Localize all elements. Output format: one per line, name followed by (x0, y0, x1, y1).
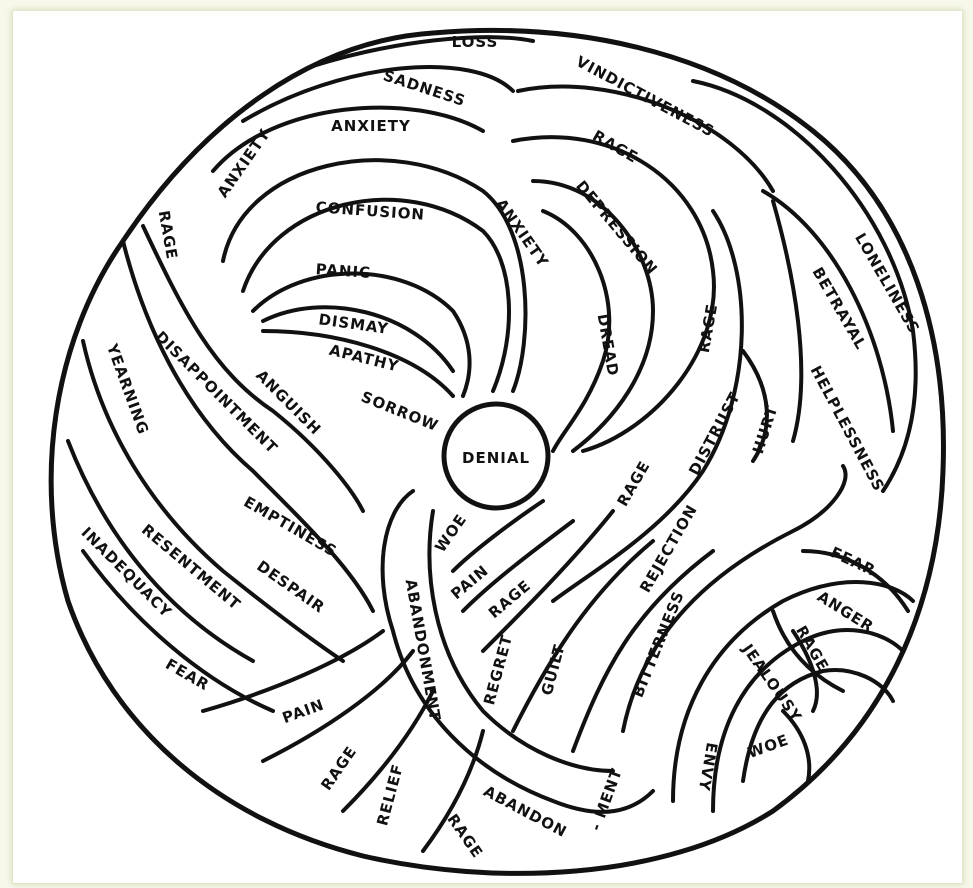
label-rage-bottom: RAGE (317, 743, 360, 794)
label-loss: LOSS (452, 33, 499, 51)
label-rage-mid: RAGE (613, 457, 653, 509)
label-sadness: SADNESS (381, 66, 468, 110)
label-distrust: DISTRUST (685, 389, 744, 479)
label-envy: ENVY (695, 741, 721, 793)
label-bitterness: BITTERNESS (629, 588, 688, 700)
label-rage-left: RAGE (155, 209, 181, 261)
label-rage-bottom2: RAGE (443, 811, 486, 862)
label-fear-right: FEAR (828, 543, 879, 579)
label-denial: DENIAL (462, 449, 530, 467)
label-regret: REGRET (480, 633, 516, 707)
label-woe-center: WOE (431, 511, 470, 556)
label-rage-right: RAGE (695, 302, 721, 354)
label-disappointment: DISAPPOINTMENT (152, 328, 282, 458)
label-guilt: GUILT (538, 642, 569, 697)
label-sorrow: SORROW (359, 388, 442, 435)
label-depression: DEPRESSION (572, 177, 661, 278)
label-abandonment: ABANDONMENT (402, 578, 445, 723)
label-dread: DREAD (594, 312, 623, 377)
label-hurt: HURT (749, 403, 782, 456)
diagram-frame: DENIAL LOSS SADNESS VINDICTIVENESS ANXIE… (12, 10, 963, 884)
label-rage-top: RAGE (589, 126, 641, 166)
label-despair: DESPAIR (253, 557, 328, 617)
label-ment: - MENT (587, 765, 626, 833)
label-emptiness: EMPTINESS (241, 493, 341, 561)
label-pain-bottom: PAIN (280, 695, 327, 727)
emotion-tangle-diagram: DENIAL LOSS SADNESS VINDICTIVENESS ANXIE… (13, 11, 962, 883)
label-panic: PANIC (315, 260, 371, 282)
center-node-denial: DENIAL (444, 404, 548, 508)
label-anxiety-top: ANXIETY (331, 117, 411, 135)
